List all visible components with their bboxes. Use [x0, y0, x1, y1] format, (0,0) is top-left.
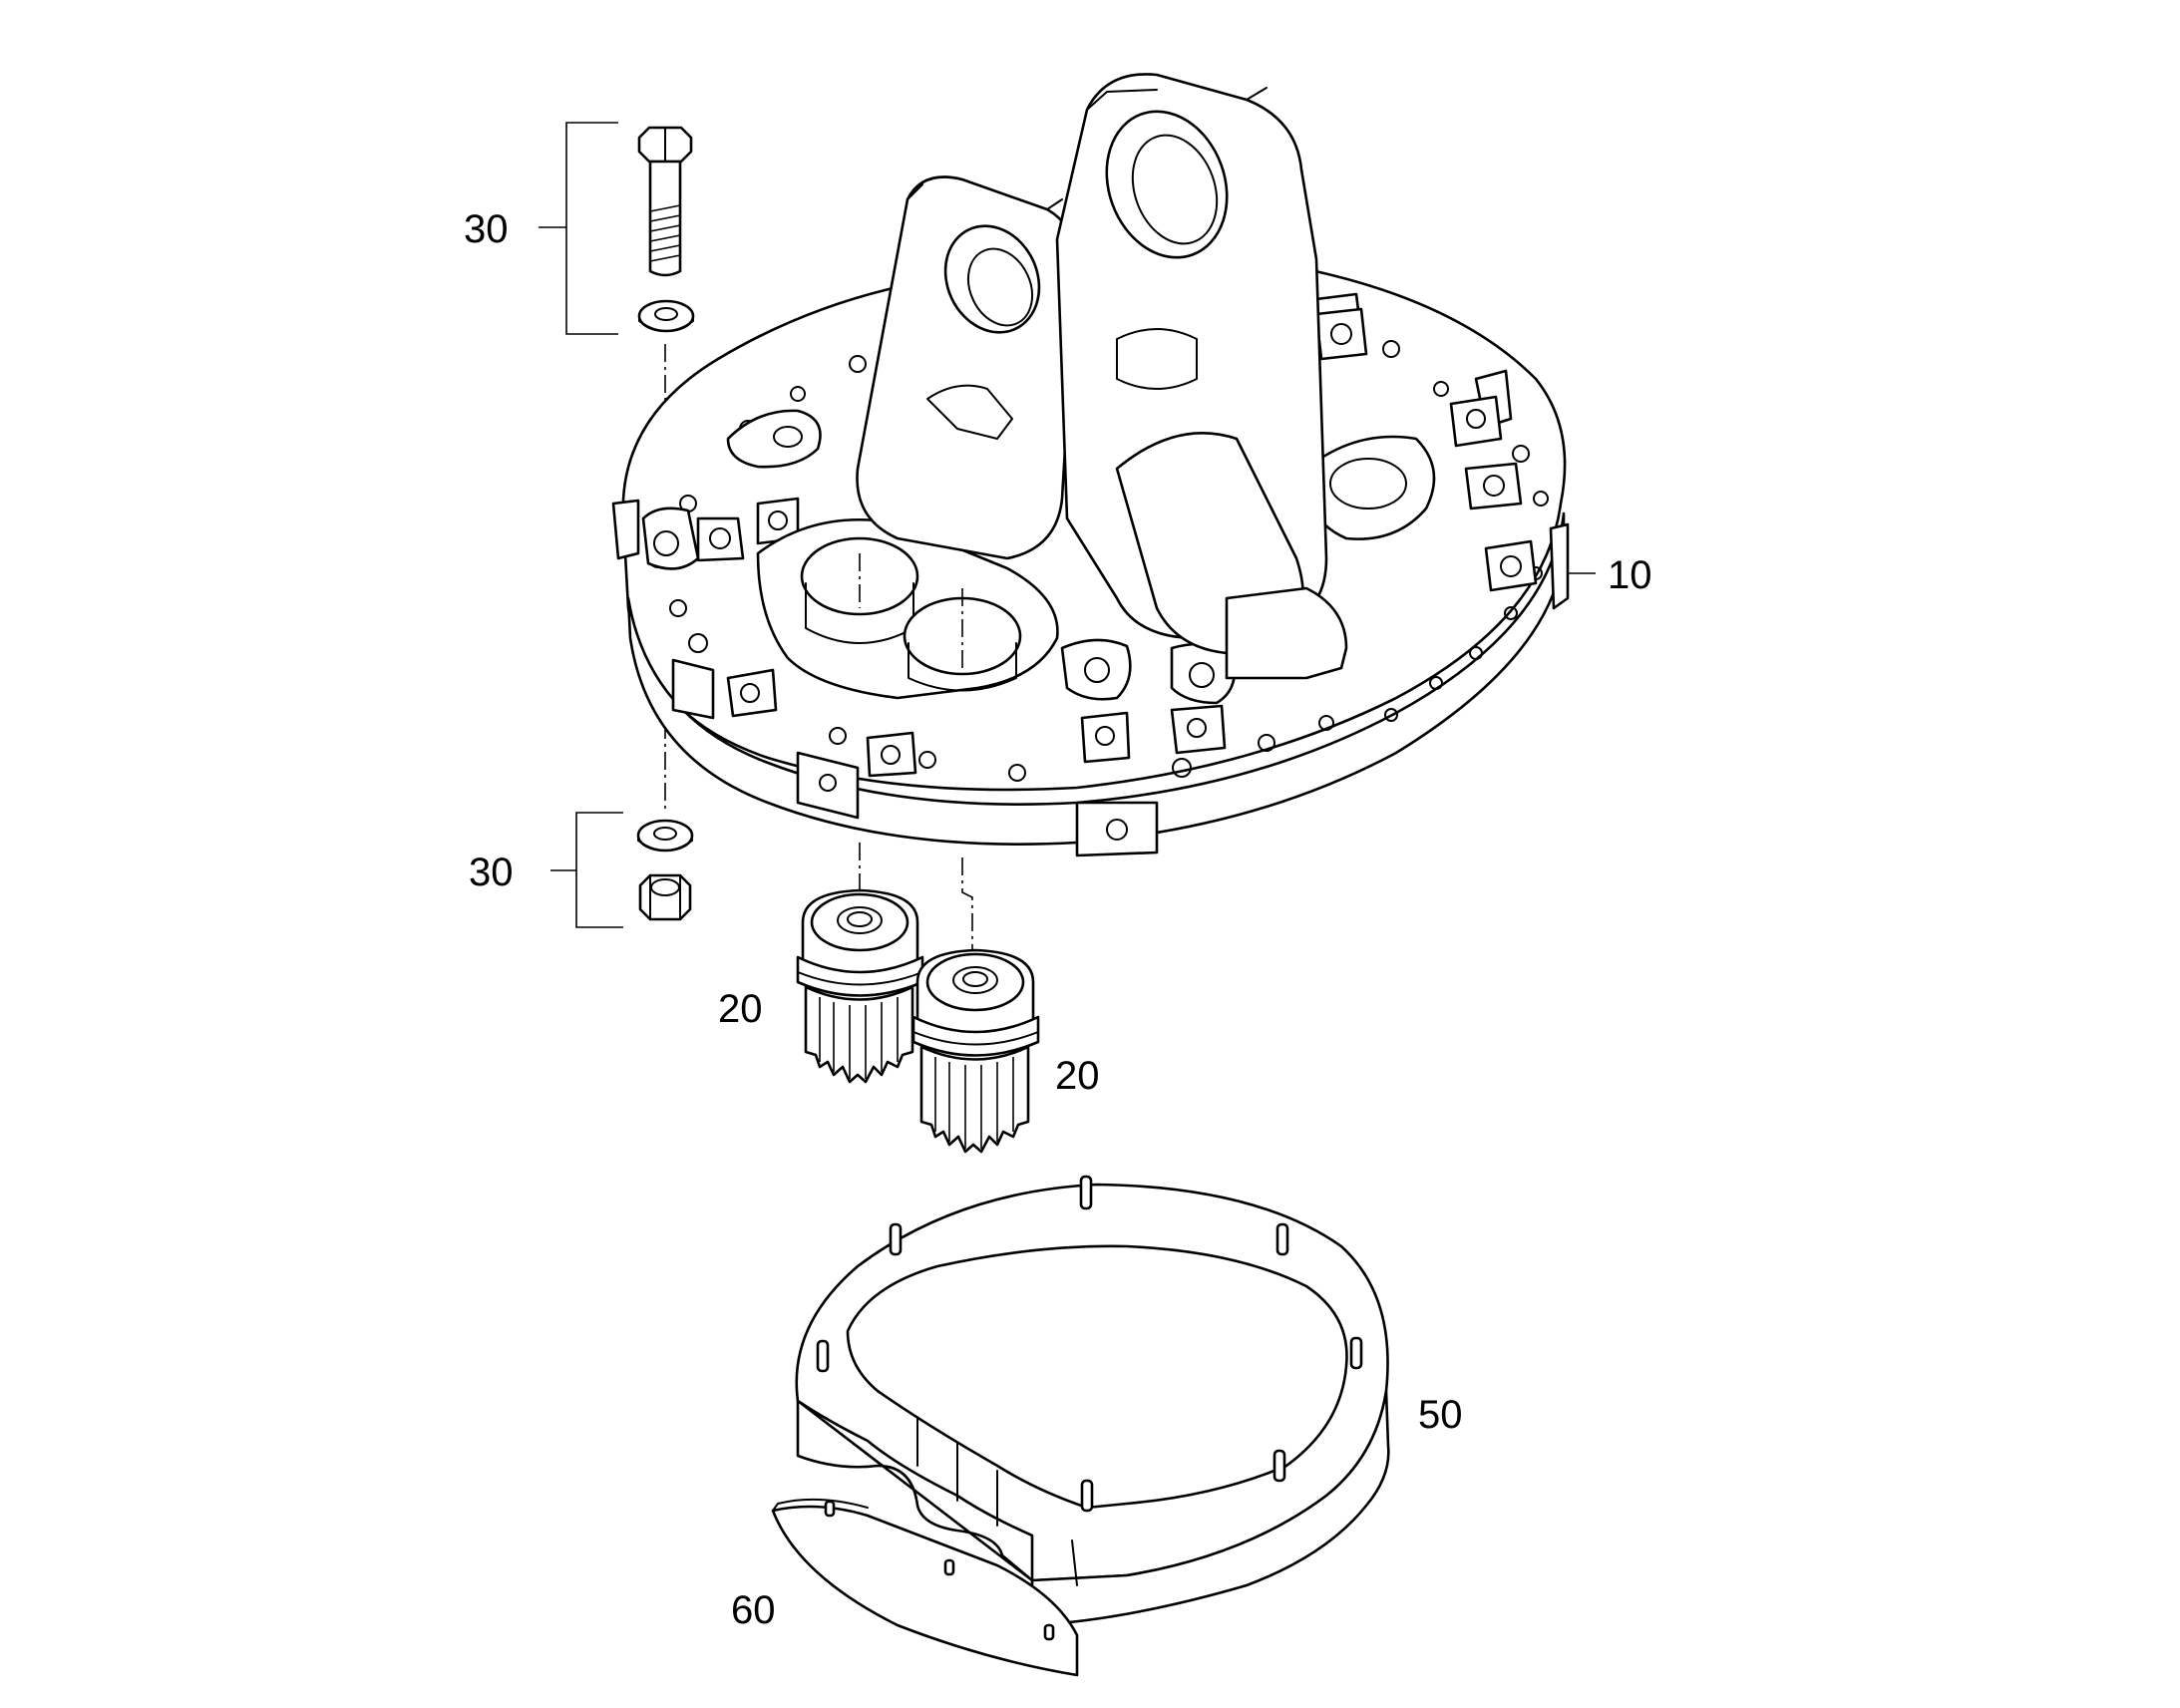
washer-top [637, 299, 695, 333]
callout-50: 50 [1418, 1393, 1463, 1437]
pinion-right-20 [911, 948, 1040, 1154]
washer-bottom [636, 819, 694, 853]
callout-label-20-right: 20 [1055, 1054, 1100, 1098]
callout-30-top: 30 [464, 122, 618, 335]
cover-plate-60 [771, 1498, 1079, 1677]
callout-30-bottom: 30 [469, 812, 623, 928]
bolt-lugs [641, 307, 1538, 778]
dowel-pins [816, 1175, 1363, 1513]
hex-nut [638, 873, 692, 921]
callout-label-60: 60 [731, 1588, 776, 1632]
housing-10 [611, 73, 1570, 857]
callout-label-30-top: 30 [464, 207, 509, 251]
callout-20-right: 20 [1055, 1054, 1100, 1098]
callout-label-20-left: 20 [718, 987, 763, 1031]
callout-label-10: 10 [1608, 553, 1652, 597]
hex-bolt [637, 126, 693, 277]
callout-60: 60 [731, 1588, 776, 1632]
callout-label-30-bottom: 30 [469, 851, 514, 894]
callout-label-50: 50 [1418, 1393, 1463, 1437]
pinion-left-20 [796, 888, 924, 1084]
callout-20-left: 20 [718, 987, 763, 1031]
callout-10: 10 [1568, 553, 1652, 597]
